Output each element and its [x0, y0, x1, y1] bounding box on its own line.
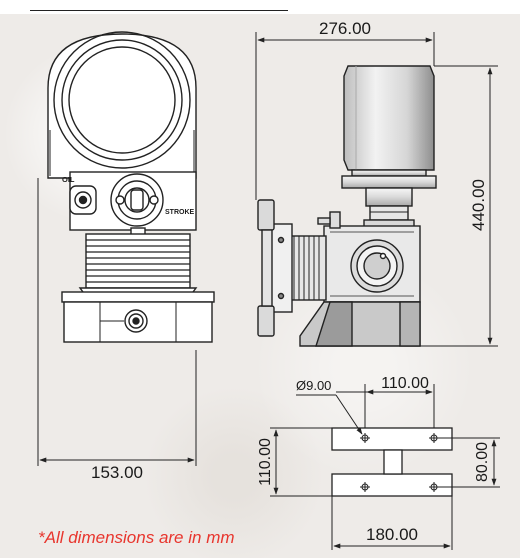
- overall-height-value: 440.00: [469, 179, 488, 231]
- foot-spacing-value: 80.00: [474, 442, 491, 482]
- hole-spacing-dimension: [336, 384, 435, 428]
- foot-spacing-dimension: [434, 437, 500, 488]
- mount-spacing-value: 110.00: [257, 438, 274, 486]
- overall-height-dimension: [420, 65, 498, 347]
- hole-spacing-value: 110.00: [381, 375, 429, 392]
- side-view: [257, 65, 437, 347]
- base-width-value: 180.00: [366, 525, 418, 544]
- stroke-label: STROKE: [165, 209, 195, 216]
- mount-spacing-dimension: [270, 427, 332, 497]
- overall-width-value: 276.00: [319, 19, 371, 38]
- oil-label: OIL: [62, 175, 75, 184]
- base-width-dimension: [331, 496, 453, 550]
- overall-width-dimension: [255, 32, 435, 200]
- hole-diameter-value: Ø9.00: [296, 378, 331, 393]
- motor-body: [343, 65, 435, 171]
- front-width-dimension: [37, 178, 197, 466]
- front-width-value: 153.00: [91, 463, 143, 482]
- hole-diameter-leader: [296, 394, 363, 435]
- header-rule: [30, 10, 288, 11]
- units-footnote: *All dimensions are in mm: [38, 528, 235, 547]
- front-view: [47, 31, 215, 343]
